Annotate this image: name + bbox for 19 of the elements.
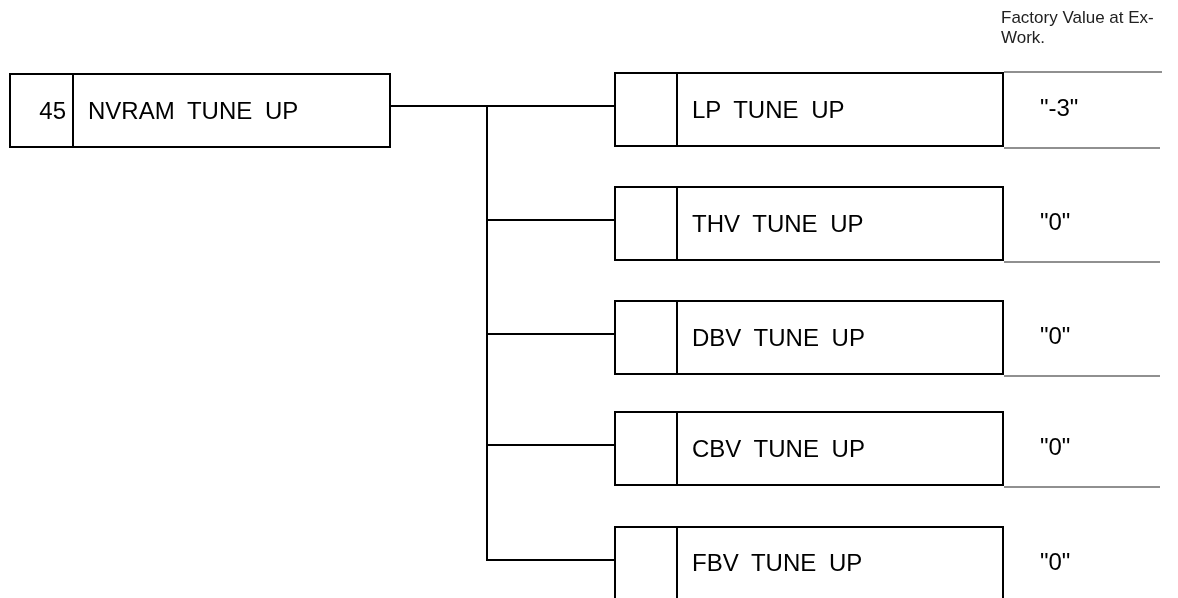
item-label: THV TUNE UP [692,209,864,238]
menu-item-box [9,73,391,148]
factory-value: "0" [1040,433,1071,461]
item-label: LP TUNE UP [692,95,845,124]
factory-value: "0" [1040,322,1071,350]
item-label: NVRAM TUNE UP [88,96,299,125]
submenu-item-box [614,300,1004,375]
submenu-item-box [614,186,1004,261]
item-label: DBV TUNE UP [692,323,865,352]
submenu-item-box [614,411,1004,486]
item-label: FBV TUNE UP [692,549,863,577]
item-number: 45 [39,96,66,125]
submenu-item-box [614,72,1004,147]
factory-value: "-3" [1040,94,1079,122]
factory-value: "0" [1040,208,1071,236]
item-label: CBV TUNE UP [692,434,865,463]
submenu-item-box [614,526,1004,598]
column-header: Factory Value at Ex-Work. [1001,8,1155,48]
factory-value: "0" [1040,548,1071,576]
